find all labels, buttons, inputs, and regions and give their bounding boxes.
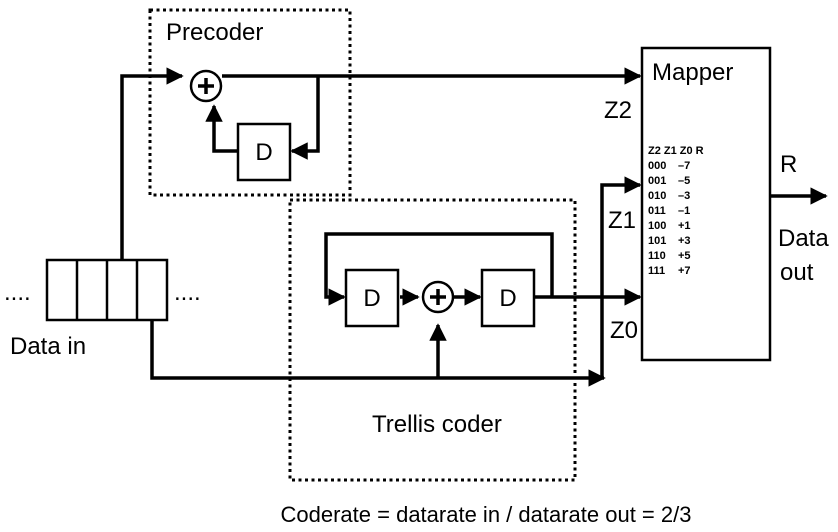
trellis-adder <box>421 280 455 314</box>
trellis-coder-label: Trellis coder <box>372 411 502 438</box>
wire-precoder-feedback <box>290 76 320 160</box>
trellis-delay1-label: D <box>363 285 380 312</box>
mapper-row-value: –7 <box>678 160 690 172</box>
mapper-row-bits: 110 <box>648 250 666 262</box>
ellipsis-left: .... <box>4 279 31 306</box>
trellis-delay2-label: D <box>499 285 516 312</box>
mapper-row-value: +5 <box>678 250 691 262</box>
z2-label: Z2 <box>604 97 632 124</box>
mapper-row-value: –5 <box>678 175 690 187</box>
z1-label: Z1 <box>608 207 636 234</box>
mapper-box <box>640 46 772 362</box>
wire-reg-to-precoder-adder <box>120 67 184 260</box>
data-out-label-1: Data <box>778 225 829 252</box>
mapper-row-value: +1 <box>678 220 691 232</box>
wire-trellis-feedback <box>324 232 554 306</box>
wire-z1 <box>600 176 642 378</box>
ellipsis-right: .... <box>174 279 201 306</box>
mapper-row-bits: 000 <box>648 160 666 172</box>
trellis-coder-block <box>288 198 577 482</box>
precoder-label: Precoder <box>166 19 263 46</box>
mapper-table-header: Z2 Z1 Z0 R <box>648 145 704 157</box>
precoder-delay-box <box>236 122 292 182</box>
coderate-caption: Coderate = datarate in / datarate out = … <box>281 502 692 527</box>
z0-label: Z0 <box>610 317 638 344</box>
data-in-label: Data in <box>10 333 86 360</box>
wire-precoder-delay-out <box>205 104 238 153</box>
mapper-row-value: +7 <box>678 265 691 277</box>
mapper-row-bits: 101 <box>648 235 666 247</box>
data-out-label-2: out <box>780 259 814 286</box>
precoder-block <box>148 8 352 197</box>
mapper-row-bits: 011 <box>648 205 666 217</box>
r-label: R <box>780 151 797 178</box>
mapper-row-value: –1 <box>678 205 690 217</box>
mapper-row-bits: 111 <box>648 265 665 277</box>
trellis-delay1-box <box>344 268 400 328</box>
mapper-row-value: –3 <box>678 190 690 202</box>
precoder-delay-label: D <box>255 139 272 166</box>
shift-register <box>45 258 169 322</box>
mapper-label: Mapper <box>652 59 733 86</box>
mapper-table: Z2 Z1 Z0 R 000 –7 001 –5 010 –3 011 –1 100 +1 101 +… <box>648 145 704 277</box>
precoder-adder <box>189 69 223 103</box>
mapper-row-bits: 100 <box>648 220 666 232</box>
trellis-delay2-box <box>480 268 536 328</box>
mapper-row-value: +3 <box>678 235 691 247</box>
mapper-row-bits: 001 <box>648 175 666 187</box>
mapper-row-bits: 010 <box>648 190 666 202</box>
wire-reg-to-trellis <box>150 320 606 387</box>
